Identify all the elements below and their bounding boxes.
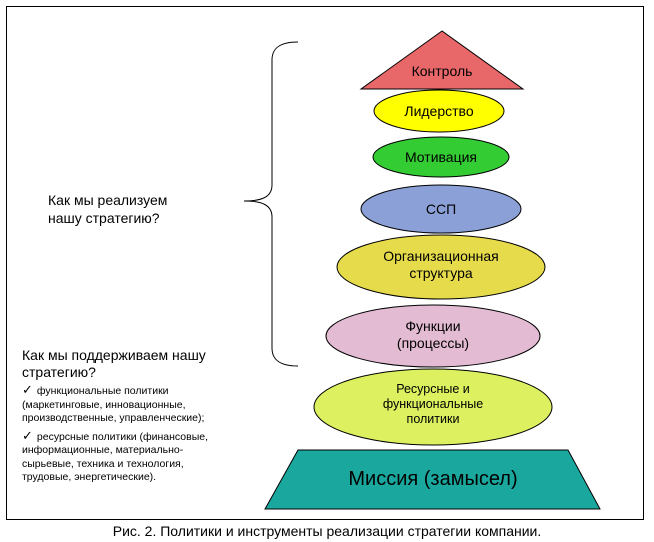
- policy-line: (маркетинговые, инновационные,: [22, 398, 186, 411]
- ssp-label: ССП: [426, 201, 456, 217]
- control-label: Контроль: [412, 63, 473, 79]
- support-question-line: стратегию?: [22, 364, 96, 380]
- resource-policies-label-line: Ресурсные и: [396, 382, 470, 396]
- ssp-ellipse: [360, 184, 522, 234]
- ssp-label-line: ССП: [426, 201, 456, 217]
- org-structure-ellipse: [336, 234, 546, 300]
- support-block: Как мы поддерживаем нашу стратегию? ✓фун…: [22, 347, 267, 488]
- checkmark-icon: ✓: [22, 382, 33, 397]
- policy-line: ресурсные политики (финансовые,: [36, 430, 209, 443]
- implement-question: Как мы реализуем нашу стратегию?: [48, 191, 228, 227]
- policy-line: функциональные политики: [36, 385, 169, 397]
- mission-trapezoid: [264, 449, 601, 510]
- motivation-label-line: Мотивация: [405, 149, 477, 165]
- functions-label: Функции(процессы): [397, 318, 469, 351]
- layer-leadership: Лидерство: [373, 89, 505, 133]
- curly-brace: [243, 41, 299, 367]
- leadership-ellipse: [373, 89, 505, 133]
- functions-label-line: Функции: [405, 318, 460, 334]
- org-structure-label-line: структура: [409, 265, 473, 281]
- resource-policies-label-line: функциональные: [383, 397, 483, 411]
- motivation-ellipse: [372, 136, 510, 178]
- resource-policies-ellipse: [313, 368, 553, 446]
- mission-label-line: Миссия (замысел): [348, 468, 517, 490]
- policy-line: сырьевые, техника и технология,: [22, 457, 184, 470]
- implement-question-line: Как мы реализуем: [48, 192, 168, 208]
- control-label-line: Контроль: [412, 63, 473, 79]
- support-question: Как мы поддерживаем нашу стратегию?: [22, 347, 267, 381]
- functions-ellipse: [325, 304, 541, 368]
- motivation-label: Мотивация: [405, 149, 477, 165]
- layer-mission: Миссия (замысел): [264, 449, 601, 510]
- figure-frame: [6, 6, 644, 520]
- policy-item-resource: ✓ресурсные политики (финансовые, информа…: [22, 427, 267, 485]
- layer-control: Контроль: [359, 30, 525, 90]
- leadership-label-line: Лидерство: [404, 103, 473, 119]
- functions-label-line: (процессы): [397, 335, 469, 351]
- checkmark-icon: ✓: [22, 427, 33, 443]
- mission-label: Миссия (замысел): [348, 468, 517, 490]
- policy-line: производственные, управленческие);: [22, 412, 205, 424]
- leadership-label: Лидерство: [404, 103, 473, 119]
- policy-line: трудовые, энергетические).: [22, 471, 157, 483]
- control-triangle: [359, 30, 525, 90]
- implement-question-line: нашу стратегию?: [48, 210, 160, 226]
- resource-policies-label-line: политики: [407, 412, 460, 426]
- layer-ssp: ССП: [360, 184, 522, 234]
- support-question-line: Как мы поддерживаем нашу: [22, 347, 206, 363]
- policy-line: информационные, материально-: [22, 444, 184, 456]
- policy-item-functional: ✓функциональные политики (маркетинговые,…: [22, 383, 267, 426]
- org-structure-label-line: Организационная: [383, 248, 498, 264]
- layer-functions: Функции(процессы): [325, 304, 541, 368]
- layer-motivation: Мотивация: [372, 136, 510, 178]
- figure-caption: Рис. 2. Политики и инструменты реализаци…: [112, 523, 542, 539]
